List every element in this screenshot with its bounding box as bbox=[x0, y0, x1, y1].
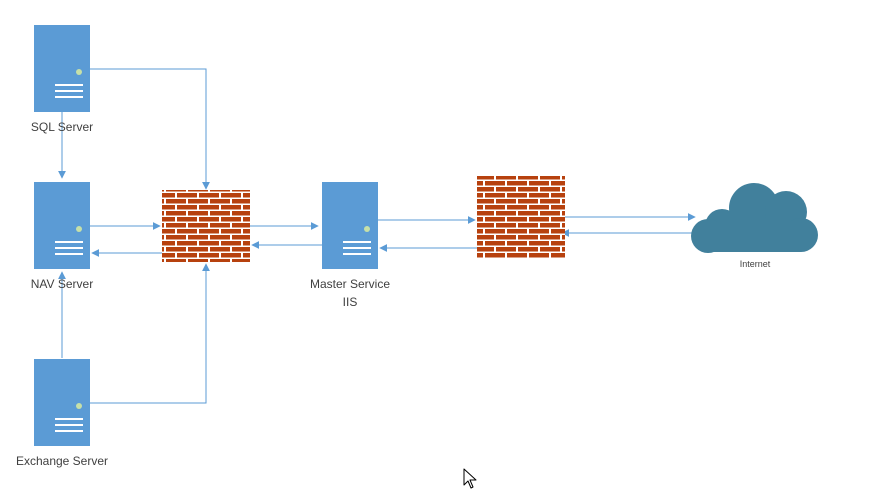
nav-server-label: NAV Server bbox=[30, 277, 94, 291]
master-service-label: Master Service bbox=[309, 277, 391, 291]
exchange-server-label: Exchange Server bbox=[15, 454, 109, 468]
connector-sql-to-firewall bbox=[90, 68, 210, 190]
sql-server bbox=[34, 25, 90, 112]
connectors bbox=[58, 68, 712, 404]
internet-label: Internet bbox=[739, 259, 771, 269]
internet-cloud bbox=[691, 183, 818, 253]
master-service-sublabel: IIS bbox=[342, 295, 358, 309]
nav-server bbox=[34, 182, 90, 269]
server-icon bbox=[322, 182, 378, 269]
server-icon bbox=[34, 182, 90, 269]
master-service-server bbox=[322, 182, 378, 269]
exchange-server bbox=[34, 359, 90, 446]
firewall-external bbox=[477, 176, 565, 259]
server-icon bbox=[34, 359, 90, 446]
cloud-icon bbox=[691, 183, 818, 253]
firewall-icon bbox=[477, 176, 565, 259]
mouse-pointer-icon bbox=[463, 468, 477, 489]
firewall-internal bbox=[162, 190, 250, 262]
server-icon bbox=[34, 25, 90, 112]
sql-server-label: SQL Server bbox=[30, 120, 94, 134]
connector-exchange-to-firewall bbox=[90, 263, 210, 404]
firewall-icon bbox=[162, 190, 250, 262]
